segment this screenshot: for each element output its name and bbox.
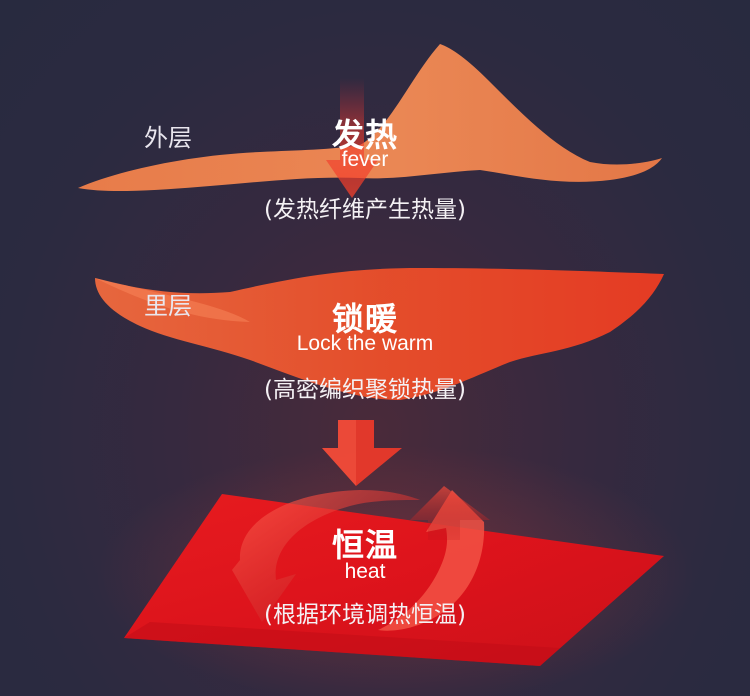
outer-layer-subtitle: fever	[341, 148, 389, 171]
outer-layer-description: (发热纤维产生热量)	[264, 197, 466, 223]
base-layer-title: 恒温	[331, 526, 398, 564]
swirl-right-arrow	[378, 490, 490, 631]
outer-layer-name: 外层	[144, 124, 192, 152]
inner-layer-fold	[95, 278, 250, 322]
base-up-arrow	[410, 486, 490, 540]
base-layer-description: (根据环境调热恒温)	[264, 602, 466, 628]
swirl-left-arrow	[232, 490, 420, 622]
inner-layer-title: 锁暖	[331, 300, 398, 338]
middle-down-arrow-highlight	[322, 420, 356, 486]
base-plane-shade	[124, 622, 560, 666]
base-layer-subtitle: heat	[344, 560, 386, 583]
inner-layer-subtitle: Lock the warm	[296, 332, 434, 355]
top-down-arrow	[326, 78, 378, 198]
middle-down-arrow	[322, 420, 402, 486]
inner-layer-description: (高密编织聚锁热量)	[264, 377, 466, 403]
inner-layer-fabric	[95, 268, 664, 400]
inner-layer-name: 里层	[144, 292, 192, 320]
outer-layer-fabric	[78, 44, 662, 192]
outer-layer-title: 发热	[331, 116, 398, 154]
